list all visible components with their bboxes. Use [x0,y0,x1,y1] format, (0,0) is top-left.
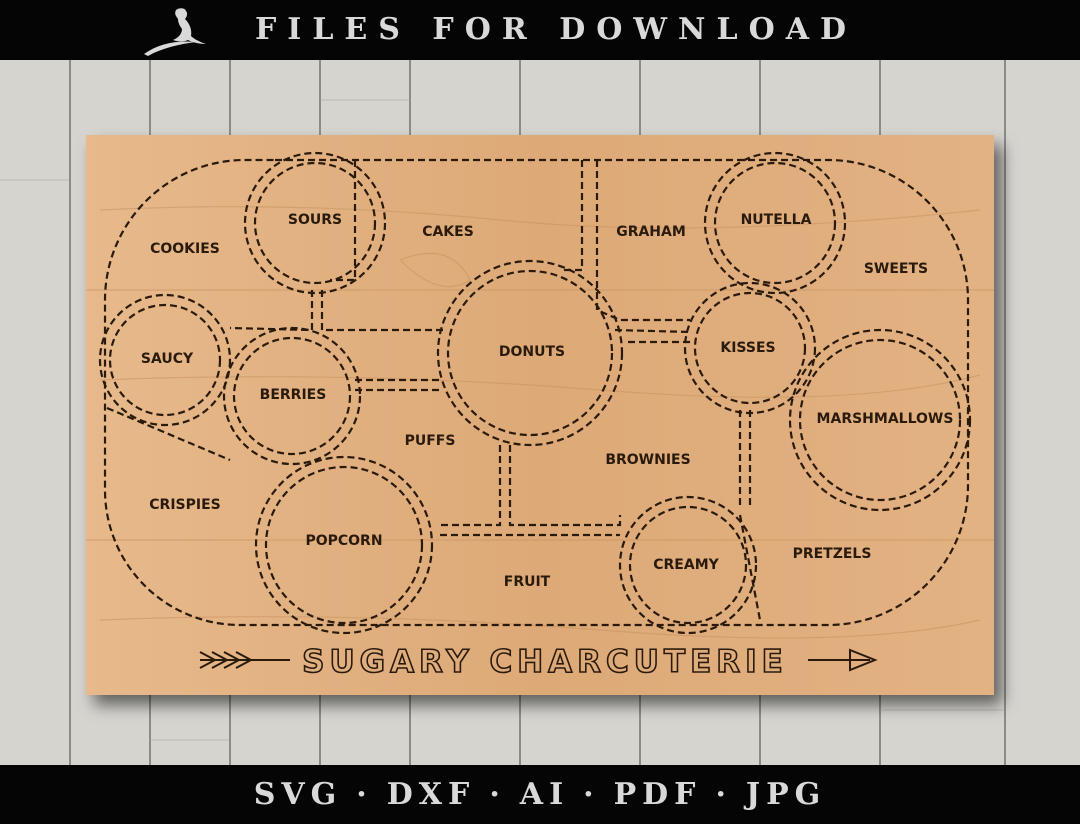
label-donuts: DONUTS [499,344,565,360]
label-marshmallows: MARSHMALLOWS [817,411,954,427]
board-title: SUGARY CHARCUTERIE [302,644,788,680]
header-title: FILES FOR DOWNLOAD [255,12,857,47]
board-scene: SOURS COOKIES CAKES GRAHAM NUTELLA SWEET… [0,60,1080,765]
format-separator: · [489,777,506,812]
label-kisses: KISSES [720,340,775,356]
compartment-labels: SOURS COOKIES CAKES GRAHAM NUTELLA SWEET… [141,212,954,590]
label-cookies: COOKIES [150,241,220,257]
board-illustration: SOURS COOKIES CAKES GRAHAM NUTELLA SWEET… [0,60,1080,765]
cutting-board [86,135,994,695]
label-pretzels: PRETZELS [793,546,872,562]
format-ai: AI [519,777,570,812]
wood-grain [86,206,994,639]
format-pdf: PDF [613,777,702,812]
bird-logo-icon [144,8,206,56]
label-sours: SOURS [288,212,342,228]
label-saucy: SAUCY [141,351,194,367]
label-puffs: PUFFS [405,433,456,449]
format-dxf: DXF [386,777,476,812]
file-formats: SVG · DXF · AI · PDF · JPG [0,777,1080,812]
label-berries: BERRIES [260,387,327,403]
label-popcorn: POPCORN [305,533,382,549]
label-crispies: CRISPIES [149,497,220,513]
label-graham: GRAHAM [616,224,686,240]
format-separator: · [715,777,732,812]
label-nutella: NUTELLA [741,212,812,228]
label-creamy: CREAMY [653,557,719,573]
format-svg: SVG [253,777,343,812]
label-brownies: BROWNIES [605,452,690,468]
board-compartments [98,151,972,635]
arrow-icon [199,648,878,672]
label-cakes: CAKES [422,224,474,240]
label-fruit: FRUIT [504,574,551,590]
footer-bar: SVG · DXF · AI · PDF · JPG [0,765,1080,824]
format-separator: · [356,777,373,812]
label-sweets: SWEETS [864,261,928,277]
format-jpg: JPG [745,777,827,812]
header-bar: FILES FOR DOWNLOAD [0,0,1080,60]
format-separator: · [583,777,600,812]
